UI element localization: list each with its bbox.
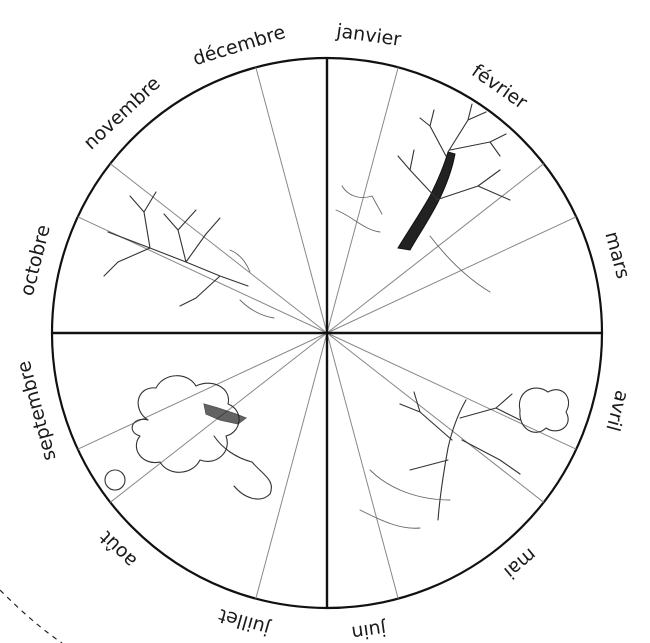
month-label-9: octobre (16, 223, 55, 298)
month-divider (327, 67, 398, 333)
month-label-10: novembre (79, 72, 164, 154)
month-divider (256, 333, 327, 599)
month-label-6: juillet (216, 604, 273, 640)
month-label-3: avril (601, 388, 633, 434)
dashed-arc (0, 590, 62, 643)
falling-leaves-tree-icon (104, 192, 274, 318)
month-divider (78, 333, 327, 449)
bare-tree-icon (336, 104, 510, 292)
month-divider (256, 67, 327, 333)
month-label-5: juin (350, 617, 388, 643)
month-label-4: mai (500, 543, 541, 583)
month-divider (327, 333, 398, 599)
leafy-tree-icon (105, 376, 271, 499)
month-divider (327, 333, 544, 502)
month-label-1: février (468, 60, 532, 114)
month-divider (110, 164, 327, 333)
month-label-7: août (95, 526, 141, 572)
month-label-2: mars (600, 229, 634, 281)
month-label-8: septembre (13, 358, 61, 463)
month-divider (327, 217, 576, 333)
budding-tree-icon (360, 388, 569, 528)
month-label-0: janvier (334, 20, 403, 51)
